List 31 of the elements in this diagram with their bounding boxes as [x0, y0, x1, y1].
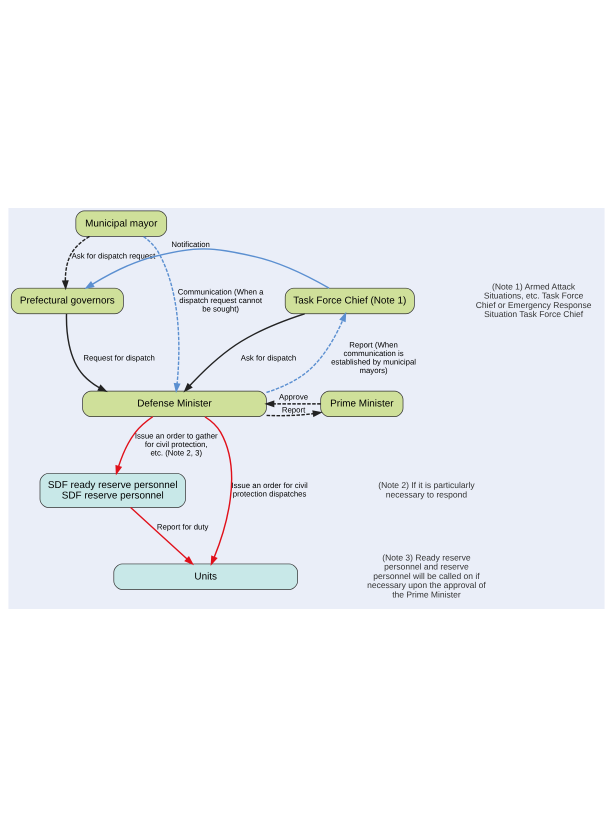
node-box: SDF ready reserve personnel SDF reserve personnel: [40, 473, 186, 508]
arrow: [66, 314, 108, 392]
edge-label: Report for duty: [156, 522, 208, 532]
label: (Note 2) If it is particularly necessary to respond: [378, 480, 475, 500]
edge-label: Communication (When a dispatch request cannot be sought): [178, 287, 264, 314]
arrow: [115, 416, 154, 476]
arrow: [266, 410, 323, 418]
label: (Note 3) Ready reserve personnel and reserve personnel will be called on if necessary upon the approval of the Prime Minister: [367, 552, 486, 600]
edge-label: Request for dispatch: [83, 353, 155, 362]
node-box: Prefectural governors: [10, 288, 124, 314]
arrow: [143, 236, 181, 394]
arrow: [62, 236, 90, 290]
edge-label: Notification: [171, 240, 210, 249]
node-box: Prime Minister: [320, 390, 404, 418]
edge-label: Issue an order to gather for civil protection, etc. (Note 2, 3): [134, 432, 218, 458]
arrow: [84, 248, 330, 290]
arrow: [130, 507, 194, 566]
node-box: Units: [113, 564, 298, 590]
label: (Note 1) Armed Attack Situations, etc. Task Force Chief or Emergency Response Situation Task Force Chief: [476, 281, 592, 320]
edge-label: Issue an order for civil protection dispatches: [231, 481, 308, 499]
edge-label: Report (When communication is established by municipal mayors): [331, 340, 416, 376]
node-box: Municipal mayor: [75, 210, 168, 237]
arrow: [264, 400, 321, 408]
arrow: [204, 416, 232, 566]
edge-label: Report: [282, 405, 306, 414]
node-box: Task Force Chief (Note 1): [284, 288, 415, 314]
arrow: [183, 313, 305, 393]
edge-label: Ask for dispatch: [240, 353, 296, 362]
node-box: Defense Minister: [82, 390, 267, 418]
arrow: [266, 312, 346, 394]
edge-label: Approve: [279, 392, 308, 402]
